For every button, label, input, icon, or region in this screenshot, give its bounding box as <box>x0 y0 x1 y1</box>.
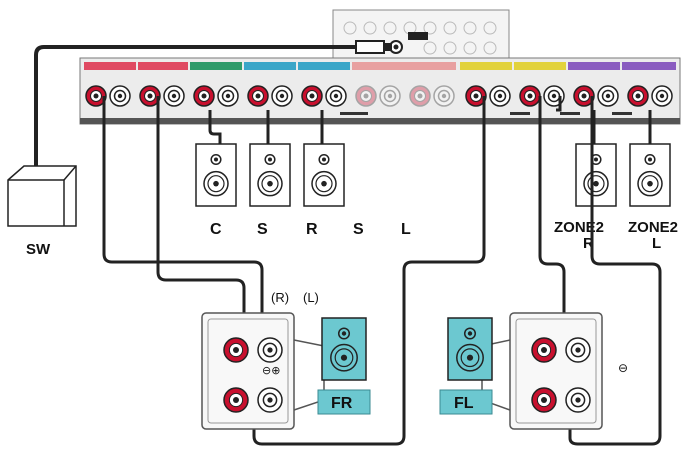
zone2-right-label-top: ZONE2 <box>554 219 604 236</box>
zone2-right-label-bottom: R <box>583 235 594 252</box>
front-speaker-wires <box>102 96 662 446</box>
terminal-negative-icon <box>217 85 239 107</box>
terminal-negative-icon <box>163 85 185 107</box>
terminal-positive-icon <box>531 387 557 413</box>
terminal-positive-icon <box>223 387 249 413</box>
front-left-label: FL <box>454 395 474 412</box>
terminal-negative-icon <box>651 85 673 107</box>
terminal-positive-icon <box>465 85 487 107</box>
terminal-negative-icon <box>257 337 283 363</box>
zone2-right-speaker <box>575 143 617 207</box>
surround-right-s-label: S <box>257 221 268 238</box>
surround-right-speaker <box>249 143 291 207</box>
terminal-negative-icon <box>597 85 619 107</box>
terminal-pair-inactive <box>355 85 401 107</box>
zone2-left-label-bottom: L <box>652 235 661 252</box>
terminal-positive-icon <box>531 337 557 363</box>
zone2-left-label-top: ZONE2 <box>628 219 678 236</box>
bi-amp-left-label: (L) <box>303 290 319 305</box>
terminal-positive-icon <box>409 85 431 107</box>
terminal-negative-icon <box>433 85 455 107</box>
surround-left-l-label: L <box>401 221 411 238</box>
terminal-negative-icon <box>379 85 401 107</box>
terminal-negative-icon <box>565 337 591 363</box>
fl-label-box <box>439 389 493 415</box>
terminal-positive-icon <box>193 85 215 107</box>
upper-speakers <box>195 143 671 207</box>
terminal-positive-icon <box>355 85 377 107</box>
surround-left-speaker <box>303 143 345 207</box>
surround-right-r-label: R <box>306 221 318 238</box>
front-speakers <box>321 317 493 381</box>
terminal-positive-icon <box>573 85 595 107</box>
subwoofer-cable <box>34 40 392 168</box>
subwoofer-icon <box>7 165 77 227</box>
center-label: C <box>210 221 222 238</box>
terminal-positive-icon <box>627 85 649 107</box>
terminal-positive-icon <box>519 85 541 107</box>
terminal-negative-icon <box>565 387 591 413</box>
terminal-negative-icon <box>489 85 511 107</box>
front-right-speaker <box>321 317 367 381</box>
terminal-negative-icon <box>257 387 283 413</box>
fr-label-box <box>317 389 371 415</box>
terminal-negative-icon <box>325 85 347 107</box>
terminal-row <box>85 85 673 107</box>
zone2-left-speaker <box>629 143 671 207</box>
terminal-positive-icon <box>223 337 249 363</box>
terminal-negative-icon <box>271 85 293 107</box>
polarity-pair-label: ⊖⊕ <box>262 365 280 377</box>
terminal-positive-icon <box>247 85 269 107</box>
subwoofer-label: SW <box>26 241 51 258</box>
upper-speaker-wires <box>208 110 652 144</box>
center-speaker <box>195 143 237 207</box>
surround-left-s-label: S <box>353 221 364 238</box>
front-speaker-terminals <box>223 337 591 413</box>
terminal-positive-icon <box>85 85 107 107</box>
polarity-minus-label: ⊖ <box>618 361 628 375</box>
terminal-positive-icon <box>301 85 323 107</box>
terminal-negative-icon <box>109 85 131 107</box>
front-left-speaker <box>447 317 493 381</box>
terminal-positive-icon <box>139 85 161 107</box>
front-right-label: FR <box>331 395 353 412</box>
terminal-pair-inactive <box>409 85 455 107</box>
bi-amp-right-label: (R) <box>271 290 289 305</box>
